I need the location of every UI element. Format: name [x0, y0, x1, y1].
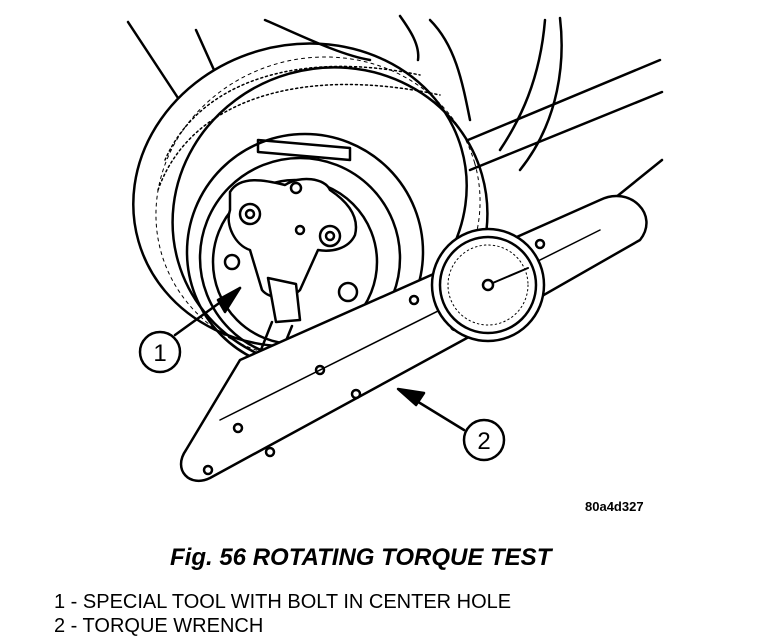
legend: 1 - SPECIAL TOOL WITH BOLT IN CENTER HOL… [54, 590, 511, 638]
rotating-torque-test-illustration: 1 2 [126, 14, 664, 483]
legend-item: 1 - SPECIAL TOOL WITH BOLT IN CENTER HOL… [54, 591, 512, 613]
figure-caption: Fig. 56 ROTATING TORQUE TEST [170, 544, 552, 571]
callout-1-arrow [173, 286, 242, 337]
special-tool [223, 177, 359, 412]
callout-2-label: 2 [477, 428, 490, 455]
torque-wrench [179, 194, 648, 483]
callout-2-arrow [396, 387, 466, 432]
callout-1-label: 1 [153, 340, 166, 367]
suspension-lines [126, 14, 664, 212]
callout-1-circle [138, 330, 182, 374]
legend-item: 2 - TORQUE WRENCH [54, 615, 264, 637]
callout-2-circle [462, 418, 506, 462]
figure-code: 80a4d327 [585, 499, 644, 514]
